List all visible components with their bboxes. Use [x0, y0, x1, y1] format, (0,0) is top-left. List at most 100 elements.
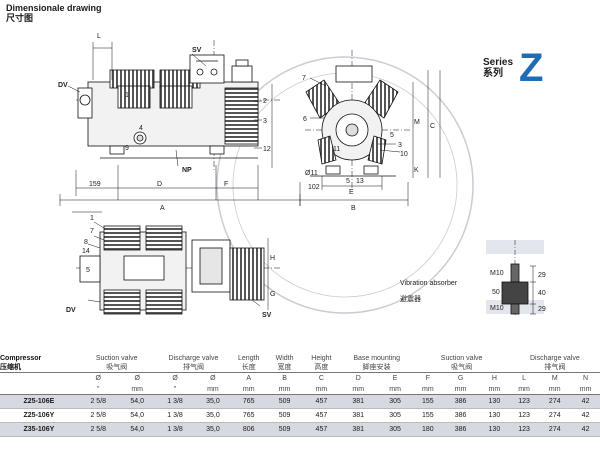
unit-header: mm	[302, 384, 340, 395]
group-header-cn: 宽度	[266, 362, 303, 373]
label-D: D	[157, 181, 162, 188]
side-view	[299, 50, 441, 206]
symbol-header: E	[392, 375, 398, 382]
symbol-header: N	[583, 375, 589, 382]
label-A: A	[160, 205, 165, 212]
unit-header: mm	[339, 384, 377, 395]
value-cell: 381	[339, 394, 377, 409]
page-title-cn: 尺寸图	[6, 13, 34, 23]
label-1-top: 1	[90, 215, 94, 222]
page-title-en: Dimensionale drawing	[6, 3, 102, 13]
value-cell: 155	[413, 408, 443, 423]
label-E: E	[349, 189, 354, 196]
vibration-label-cn: 避震器	[400, 294, 421, 303]
group-header-en: Length	[238, 355, 260, 362]
label-5b: 5	[346, 178, 350, 185]
front-view-labels: L SV DV 2 1 3 4 9 12 NP 159 D F A	[58, 33, 271, 212]
group-header-en: Suction valve	[440, 355, 483, 362]
group-header-cn: 脚座安装	[339, 362, 414, 373]
value-cell: 1 3/8	[155, 394, 195, 409]
model-cell: Z25-106E	[0, 394, 78, 409]
front-view	[59, 40, 301, 206]
series-label-cn: 系列	[483, 68, 503, 79]
value-cell: 457	[302, 408, 340, 423]
value-cell: 806	[231, 422, 267, 437]
symbol-header: B	[282, 375, 287, 382]
group-header-en: Suction valve	[95, 355, 138, 362]
label-d40: 40	[538, 290, 546, 297]
group-header-en: Height	[311, 355, 332, 362]
value-cell: 35,0	[194, 422, 232, 437]
label-3: 3	[263, 118, 267, 125]
label-DV: DV	[58, 82, 68, 89]
symbol-header: D	[355, 375, 361, 382]
unit-header: mm	[376, 384, 414, 395]
value-cell: 509	[266, 422, 303, 437]
label-d29-bottom: 29	[538, 306, 546, 313]
label-159: 159	[89, 181, 101, 188]
series-label: Series 系列	[483, 57, 513, 79]
group-header-cn: 长度	[231, 362, 267, 373]
label-M: M	[414, 119, 420, 126]
label-NP: NP	[182, 167, 192, 174]
unit-header: mm	[538, 384, 572, 395]
value-cell: 54,0	[118, 408, 156, 423]
value-cell: 42	[571, 394, 600, 409]
value-cell: 35,0	[194, 394, 232, 409]
value-cell: 509	[266, 394, 303, 409]
value-cell: 42	[571, 422, 600, 437]
value-cell: 274	[538, 422, 572, 437]
value-cell: 130	[479, 422, 510, 437]
value-cell: 2 5/8	[77, 422, 119, 437]
value-cell: 305	[376, 422, 414, 437]
value-cell: 305	[376, 408, 414, 423]
value-cell: 35,0	[194, 408, 232, 423]
label-1: 1	[125, 92, 129, 99]
unit-header: mm	[509, 384, 539, 395]
value-cell: 123	[509, 408, 539, 423]
header-row-groups-cn: 压缩机吸气阀排气阀长度宽度高度脚座安装吸气阀排气阀	[0, 362, 600, 373]
model-cell: Z35-106Y	[0, 422, 78, 437]
value-cell: 765	[231, 408, 267, 423]
value-cell: 386	[442, 408, 480, 423]
label-7-top: 7	[90, 228, 94, 235]
group-header-cn: 排气阀	[509, 362, 600, 373]
value-cell: 274	[538, 408, 572, 423]
unit-header: mm	[194, 384, 232, 395]
label-9: 9	[125, 145, 129, 152]
label-102: 102	[308, 184, 320, 191]
group-header-en: Discharge valve	[168, 355, 219, 362]
value-cell: 386	[442, 422, 480, 437]
symbol-header: M	[551, 375, 558, 382]
vibration-absorber	[486, 240, 544, 316]
value-cell: 509	[266, 408, 303, 423]
value-cell: 130	[479, 408, 510, 423]
label-DV-top: DV	[66, 307, 76, 314]
label-B: B	[351, 205, 356, 212]
unit-header: mm	[442, 384, 480, 395]
label-SV-top: SV	[262, 312, 272, 319]
label-11: 11	[333, 146, 340, 153]
label-C: C	[430, 123, 435, 130]
value-cell: 765	[231, 394, 267, 409]
vibration-label-en: Vibration absorber	[400, 280, 458, 287]
model-cell: Z25-106Y	[0, 408, 78, 423]
value-cell: 130	[479, 394, 510, 409]
label-K: K	[414, 167, 419, 174]
label-m10-top: M10	[490, 270, 504, 277]
label-3-side: 3	[398, 142, 402, 149]
value-cell: 457	[302, 422, 340, 437]
label-d50: 50	[492, 289, 500, 296]
unit-header: mm	[231, 384, 267, 395]
label-5-top: 5	[86, 267, 90, 274]
group-header-cn: 吸气阀	[413, 362, 510, 373]
vibration-labels: M10 M10 50 29 40 29 Vibration absorber 避…	[400, 270, 546, 313]
value-cell: 54,0	[118, 422, 156, 437]
value-cell: 2 5/8	[77, 408, 119, 423]
